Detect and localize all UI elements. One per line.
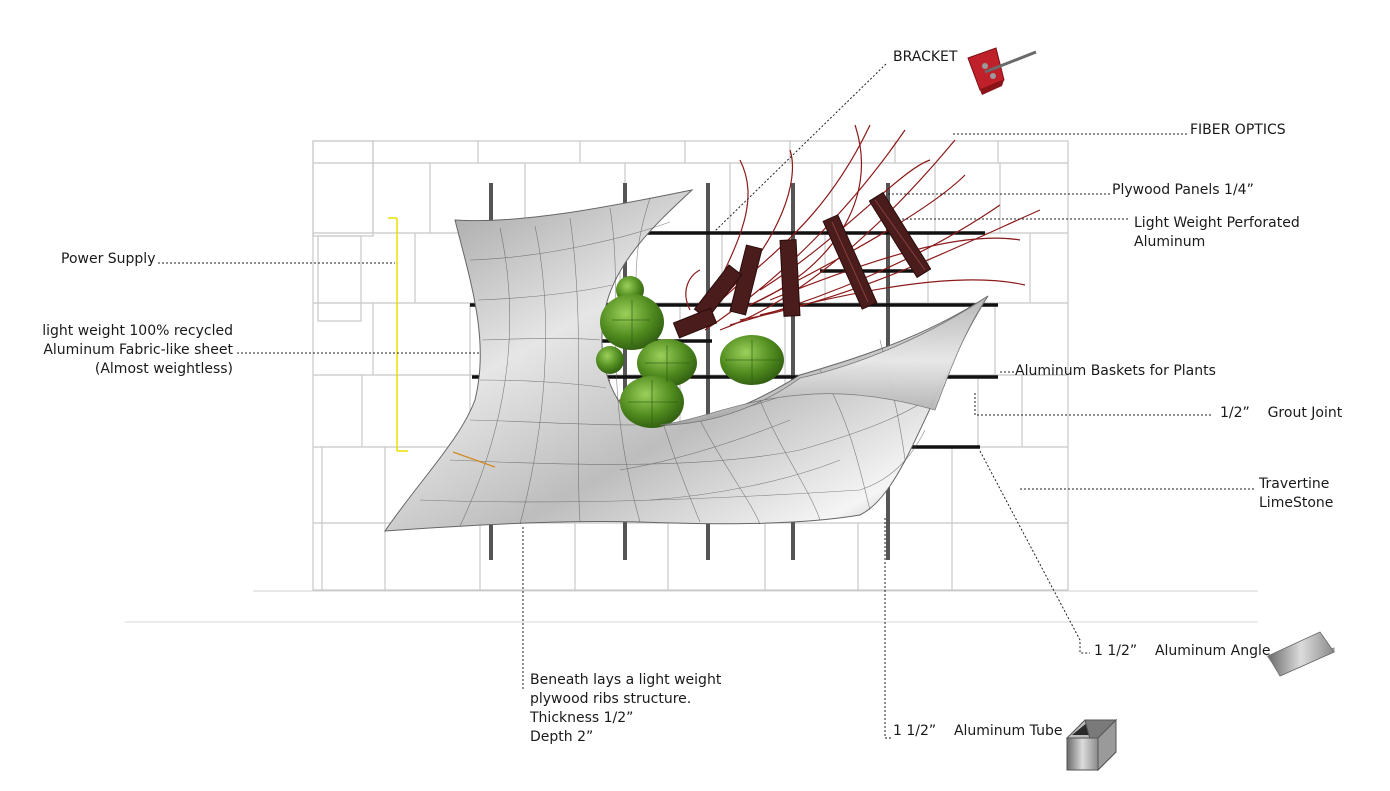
fiber-optics-label: FIBER OPTICS xyxy=(1190,122,1286,138)
perforated-aluminum-line-1: Light Weight Perforated xyxy=(1134,215,1300,231)
plywood-rib-hint xyxy=(452,451,496,468)
bracket-icon xyxy=(967,47,1037,95)
plywood-highlights xyxy=(831,199,926,303)
ground-lines xyxy=(125,590,1258,623)
aluminum-tube-label: 1 1/2” Aluminum Tube xyxy=(893,723,1063,739)
plants xyxy=(596,276,784,428)
baskets-label: Aluminum Baskets for Plants xyxy=(1015,363,1216,379)
bracket-label: BRACKET xyxy=(893,49,958,65)
travertine-line-2: LimeStone xyxy=(1259,495,1334,511)
fabric-sheet-line-1: light weight 100% recycled xyxy=(42,323,233,339)
fabric-sheet-label: light weight 100% recycled Aluminum Fabr… xyxy=(30,322,233,379)
ribs-label: Beneath lays a light weight plywood ribs… xyxy=(530,671,721,747)
ribs-line-1: Beneath lays a light weight xyxy=(530,672,722,688)
aluminum-wing xyxy=(659,295,989,426)
aluminum-angle-icon xyxy=(1266,631,1335,677)
grout-joint-label: 1/2” Grout Joint xyxy=(1220,405,1343,421)
aluminum-angle-label: 1 1/2” Aluminum Angle xyxy=(1094,643,1271,659)
plywood-panels-label: Plywood Panels 1/4” xyxy=(1112,182,1254,198)
ribs-line-4: Depth 2” xyxy=(530,729,594,745)
perforated-aluminum-label: Light Weight Perforated Aluminum xyxy=(1134,214,1300,252)
power-supply-label: Power Supply xyxy=(61,251,156,267)
power-supply-line xyxy=(388,217,408,452)
travertine-label: Travertine LimeStone xyxy=(1259,475,1333,513)
perforated-aluminum-line-2: Aluminum xyxy=(1134,234,1206,250)
fabric-sheet-line-2: Aluminum Fabric-like sheet xyxy=(43,342,233,358)
travertine-line-1: Travertine xyxy=(1259,476,1330,492)
ribs-line-3: Thickness 1/2” xyxy=(530,710,634,726)
fabric-sheet-line-3: (Almost weightless) xyxy=(94,361,233,377)
ribs-line-2: plywood ribs structure. xyxy=(530,691,692,707)
leader-lines xyxy=(158,63,1255,739)
aluminum-tube-icon xyxy=(1065,718,1118,772)
